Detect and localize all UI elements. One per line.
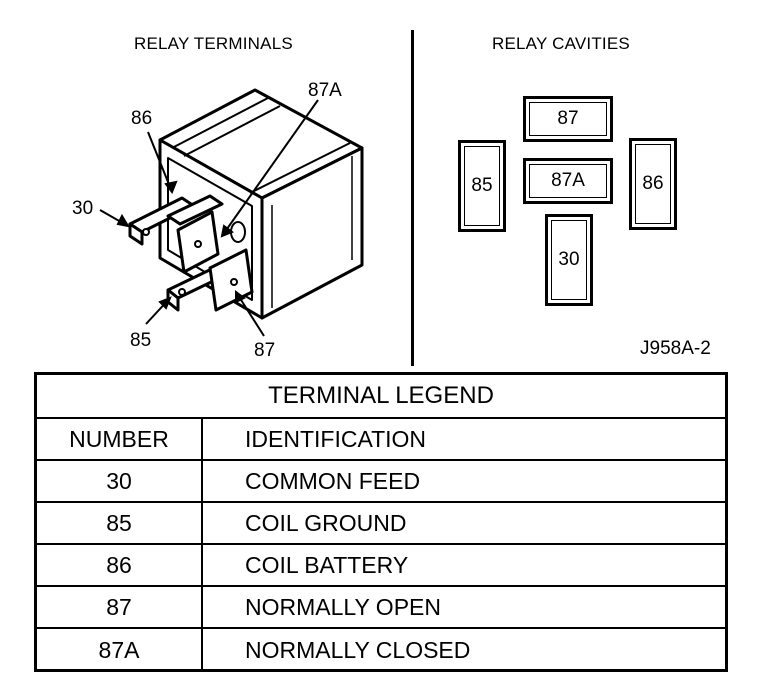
row-identification: NORMALLY OPEN	[245, 593, 441, 620]
label-87: 87	[254, 340, 276, 361]
row-number: 86	[37, 545, 203, 585]
leader-86	[147, 131, 173, 193]
label-87a: 87A	[308, 80, 342, 101]
table-row: 85 COIL GROUND	[37, 503, 725, 545]
row-identification: NORMALLY CLOSED	[245, 636, 471, 663]
cavity-30-label: 30	[558, 249, 580, 270]
legend-header-row: NUMBER IDENTIFICATION	[37, 419, 725, 461]
label-30: 30	[72, 198, 94, 219]
leader-87a	[221, 99, 319, 237]
row-number: 85	[37, 503, 203, 543]
row-number: 30	[37, 461, 203, 501]
table-row: 87 NORMALLY OPEN	[37, 587, 725, 629]
table-row: 30 COMMON FEED	[37, 461, 725, 503]
cavity-87a: 87A	[523, 158, 613, 204]
legend-title: TERMINAL LEGEND	[37, 375, 725, 419]
cavity-87a-label: 87A	[551, 170, 585, 191]
cavity-30: 30	[545, 214, 593, 306]
cavity-85-label: 85	[471, 175, 493, 196]
header-number: NUMBER	[37, 419, 203, 459]
table-row: 87A NORMALLY CLOSED	[37, 629, 725, 671]
cavity-86-label: 86	[642, 173, 664, 194]
row-number: 87A	[37, 629, 203, 671]
cavity-86: 86	[629, 138, 677, 230]
cavity-85: 85	[458, 140, 506, 232]
header-identification: IDENTIFICATION	[245, 425, 427, 452]
label-86: 86	[131, 108, 153, 129]
row-identification: COIL GROUND	[245, 509, 407, 536]
row-number: 87	[37, 587, 203, 627]
figure-id: J958A-2	[640, 338, 711, 359]
relay-drawing	[99, 88, 364, 337]
cavity-87-label: 87	[557, 108, 579, 129]
terminal-legend-table: TERMINAL LEGEND NUMBER IDENTIFICATION 30…	[34, 372, 728, 672]
label-85: 85	[130, 330, 152, 351]
terminal-86-blade	[166, 194, 224, 226]
section-divider	[411, 30, 414, 366]
relay-cavities-heading: RELAY CAVITIES	[492, 34, 630, 53]
row-identification: COIL BATTERY	[245, 551, 409, 578]
table-row: 86 COIL BATTERY	[37, 545, 725, 587]
relay-terminals-heading: RELAY TERMINALS	[134, 34, 293, 53]
cavity-87: 87	[523, 96, 613, 142]
row-identification: COMMON FEED	[245, 467, 421, 494]
